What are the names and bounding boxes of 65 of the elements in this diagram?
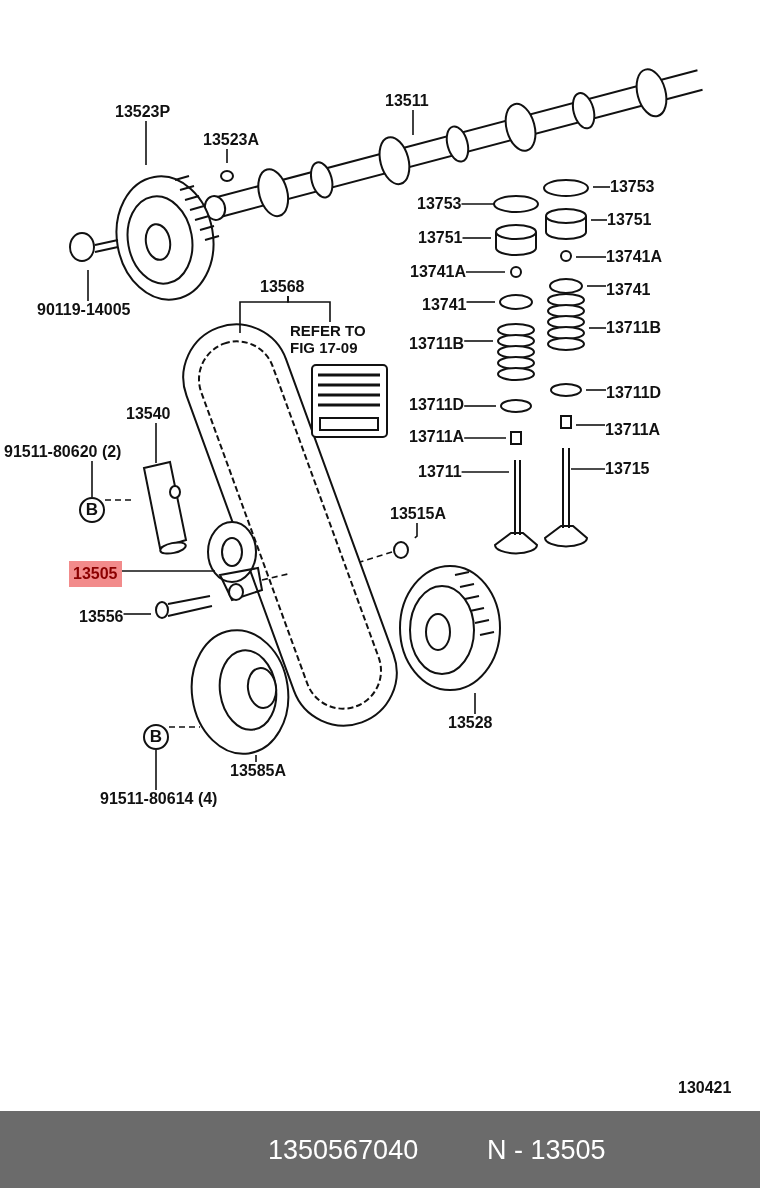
leader-line: [226, 148, 228, 164]
highlighted-part-number: 13505: [69, 561, 122, 587]
part-number: 91511-80614 (4): [100, 790, 218, 808]
part-number: 13711D: [606, 384, 662, 402]
leader-line: [586, 285, 607, 287]
leader-line: [145, 120, 147, 166]
leader-line: [570, 468, 606, 470]
leader-line: [91, 460, 93, 498]
leader-line: [474, 692, 476, 715]
part-number: 13741A: [606, 248, 663, 266]
leader-line: [461, 237, 492, 239]
leader-line: [465, 301, 496, 303]
part-number: 13741A: [410, 263, 467, 281]
leader-line: [155, 749, 157, 791]
leader-line: [590, 219, 608, 221]
part-number: 13711A: [605, 421, 661, 439]
diagram-number: 130421: [678, 1079, 732, 1097]
part-number: 91511-80620 (2): [4, 443, 122, 461]
reference-caption: N - 13505: [487, 1135, 606, 1165]
part-number: 13540: [126, 405, 171, 423]
part-number: 13523P: [115, 103, 171, 121]
leader-line: [463, 437, 507, 439]
part-number: 13711D: [409, 396, 465, 414]
leader-line: [155, 422, 157, 464]
leader-line: [255, 754, 257, 763]
part-number: 13741: [422, 296, 467, 314]
leader-line: [592, 186, 611, 188]
reference-note: REFER TO FIG 17-09: [290, 322, 376, 356]
part-number: 13715: [605, 460, 650, 478]
part-number: 13711B: [409, 335, 465, 353]
part-number: 13515A: [390, 505, 447, 523]
part-number: 13751: [418, 229, 463, 247]
leader-line: [412, 109, 414, 136]
part-number: 13511: [385, 92, 429, 110]
leader-line: [120, 570, 216, 572]
part-number: 13711B: [606, 319, 662, 337]
part-number: 13711: [418, 463, 462, 481]
leader-line: [287, 295, 331, 323]
part-number: 13711A: [409, 428, 465, 446]
leader-line: [575, 424, 606, 426]
reference-letter: B: [79, 497, 105, 523]
leader-line: [87, 269, 89, 302]
leader-line: [585, 389, 607, 391]
leader-line: [463, 405, 497, 407]
part-number: 13753: [610, 178, 655, 196]
part-number: 13585A: [230, 762, 287, 780]
part-number: 13556: [79, 608, 124, 626]
leader-line: [414, 522, 418, 539]
part-number: 13751: [607, 211, 652, 229]
leader-line: [460, 471, 510, 473]
part-number: 13753: [417, 195, 462, 213]
part-number: 13528: [448, 714, 493, 732]
leader-line: [463, 340, 494, 342]
part-number: 13741: [606, 281, 651, 299]
part-number: 13523A: [203, 131, 260, 149]
part-number-caption: 1350567040: [268, 1135, 419, 1165]
leader-line: [465, 271, 506, 273]
part-number: 90119-14005: [37, 301, 131, 319]
dashed-leader-line: [168, 726, 201, 728]
reference-letter: B: [143, 724, 169, 750]
leader-line: [588, 327, 607, 329]
leader-line: [122, 613, 152, 615]
leader-line: [575, 256, 607, 258]
leader-line: [460, 203, 496, 205]
part-number: 13568: [260, 278, 305, 296]
